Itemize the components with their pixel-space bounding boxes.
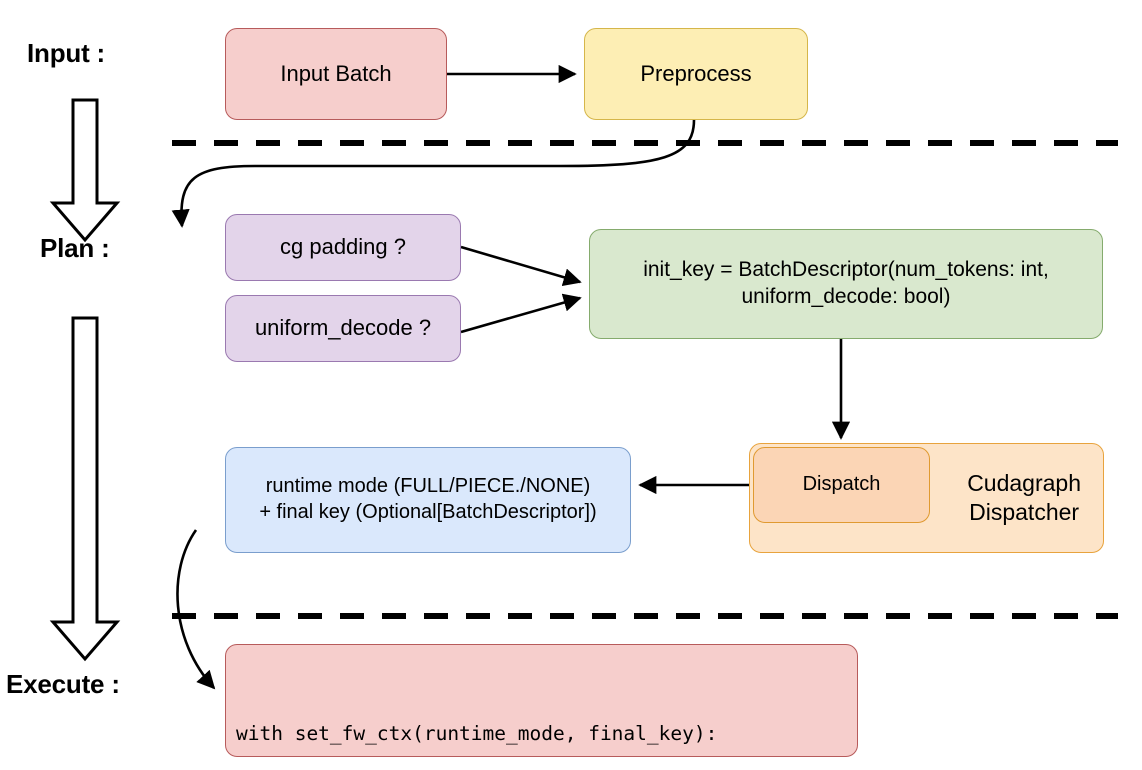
node-runtime-mode-line2: + final key (Optional[BatchDescriptor]) — [259, 501, 597, 523]
input-to-plan-arrow — [49, 98, 121, 243]
node-runtime-mode-line1: runtime mode (FULL/PIECE./NONE) — [265, 475, 591, 498]
node-init-key-line1: init_key = BatchDescriptor(num_tokens: i… — [643, 258, 1049, 282]
node-runtime-mode[interactable]: runtime mode (FULL/PIECE./NONE) + final … — [225, 447, 631, 553]
node-preprocess-label: Preprocess — [640, 60, 752, 86]
node-init-key-line2: uniform_decode: bool) — [741, 285, 951, 308]
stage-label-execute: Execute : — [6, 669, 120, 699]
edge-uniformdecode-to-initkey — [460, 293, 582, 334]
node-uniform-decode[interactable]: uniform_decode ? — [225, 295, 461, 362]
node-code-block[interactable]: with set_fw_ctx(runtime_mode, final_key)… — [225, 644, 858, 757]
node-dispatch-label: Dispatch — [802, 473, 881, 496]
node-preprocess[interactable]: Preprocess — [584, 28, 808, 120]
node-cg-padding[interactable]: cg padding ? — [225, 214, 461, 281]
node-dispatch[interactable]: Dispatch — [753, 447, 930, 523]
node-init-key[interactable]: init_key = BatchDescriptor(num_tokens: i… — [589, 229, 1103, 339]
stage-label-input: Input : — [27, 38, 106, 68]
edge-preprocess-to-cgpadding — [171, 119, 696, 228]
node-cudagraph-dispatcher-line2: Dispatcher — [969, 499, 1080, 525]
edge-cgpadding-to-initkey — [460, 245, 582, 287]
node-cg-padding-label: cg padding ? — [280, 234, 406, 260]
stage-label-plan: Plan : — [40, 233, 110, 263]
plan-to-execute-arrow — [49, 316, 121, 662]
edge-runtimemode-to-codeblock — [176, 529, 216, 690]
node-cudagraph-dispatcher-line1: Cudagraph — [967, 469, 1081, 496]
node-input-batch[interactable]: Input Batch — [225, 28, 447, 120]
node-uniform-decode-label: uniform_decode ? — [254, 315, 432, 341]
node-code-block-line1: with set_fw_ctx(runtime_mode, final_key)… — [236, 721, 718, 745]
node-input-batch-label: Input Batch — [280, 60, 392, 86]
